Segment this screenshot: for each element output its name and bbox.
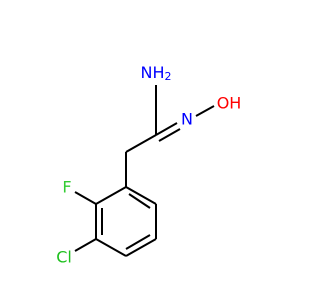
chlorine-label: Cl <box>56 248 72 267</box>
bond-c-cl <box>74 238 97 252</box>
bond-ch2-amidine <box>125 134 157 153</box>
bond-ring-c2-c3 <box>95 186 127 205</box>
bond-c-n-double-a <box>155 122 178 136</box>
bond-ring-inner-c5-c6 <box>125 234 151 250</box>
imine-n-label: N <box>181 110 193 129</box>
molecule-structure: NH2 N OH F Cl <box>56 63 242 267</box>
bond-ring-c7-c1 <box>125 186 157 205</box>
amine-label-base: NH <box>141 63 165 82</box>
bond-c-f <box>74 191 97 205</box>
bond-ring-c4-c5 <box>95 238 127 257</box>
bond-n-o <box>195 105 215 117</box>
bond-c-n-double-b <box>158 128 181 142</box>
bond-ring-c5-c6 <box>125 238 157 257</box>
fluorine-label: F <box>62 178 71 197</box>
amine-label-subscript: 2 <box>165 70 172 83</box>
amine-label: NH2 <box>141 63 172 83</box>
hydroxyl-label: OH <box>217 94 242 113</box>
bond-ring-inner-c7-c1 <box>128 193 151 209</box>
